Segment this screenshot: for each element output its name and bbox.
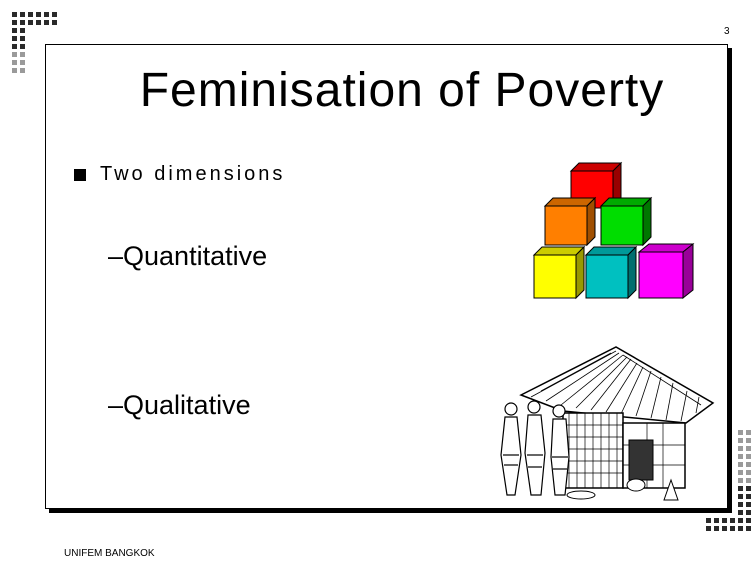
chicken <box>626 478 646 492</box>
cube-yellow <box>532 245 586 300</box>
sub-item-quantitative: –Quantitative <box>108 241 268 271</box>
women-figures <box>500 400 570 496</box>
ground-mound <box>663 478 679 501</box>
slide-title: Feminisation of Poverty <box>139 64 665 117</box>
basket <box>566 490 596 500</box>
cube-orange <box>543 196 597 247</box>
slide-frame: Feminisation of Poverty Two dimensions –… <box>45 44 728 509</box>
roof-thatch <box>530 350 702 422</box>
hut-roof <box>519 346 715 424</box>
footer-text: UNIFEM BANGKOK <box>64 548 155 559</box>
cube-green <box>599 196 653 247</box>
bullet-item: Two dimensions <box>74 163 285 186</box>
cube-teal <box>584 245 638 300</box>
page-number: 3 <box>724 26 730 37</box>
bullet-text: Two dimensions <box>100 163 286 185</box>
hut-doorway <box>628 439 654 481</box>
sub-item-qualitative: –Qualitative <box>108 390 251 420</box>
village-hut-illustration <box>500 346 715 501</box>
stacked-cubes-illustration <box>532 161 695 300</box>
bullet-square-icon <box>74 168 86 181</box>
cube-magenta <box>637 242 695 300</box>
